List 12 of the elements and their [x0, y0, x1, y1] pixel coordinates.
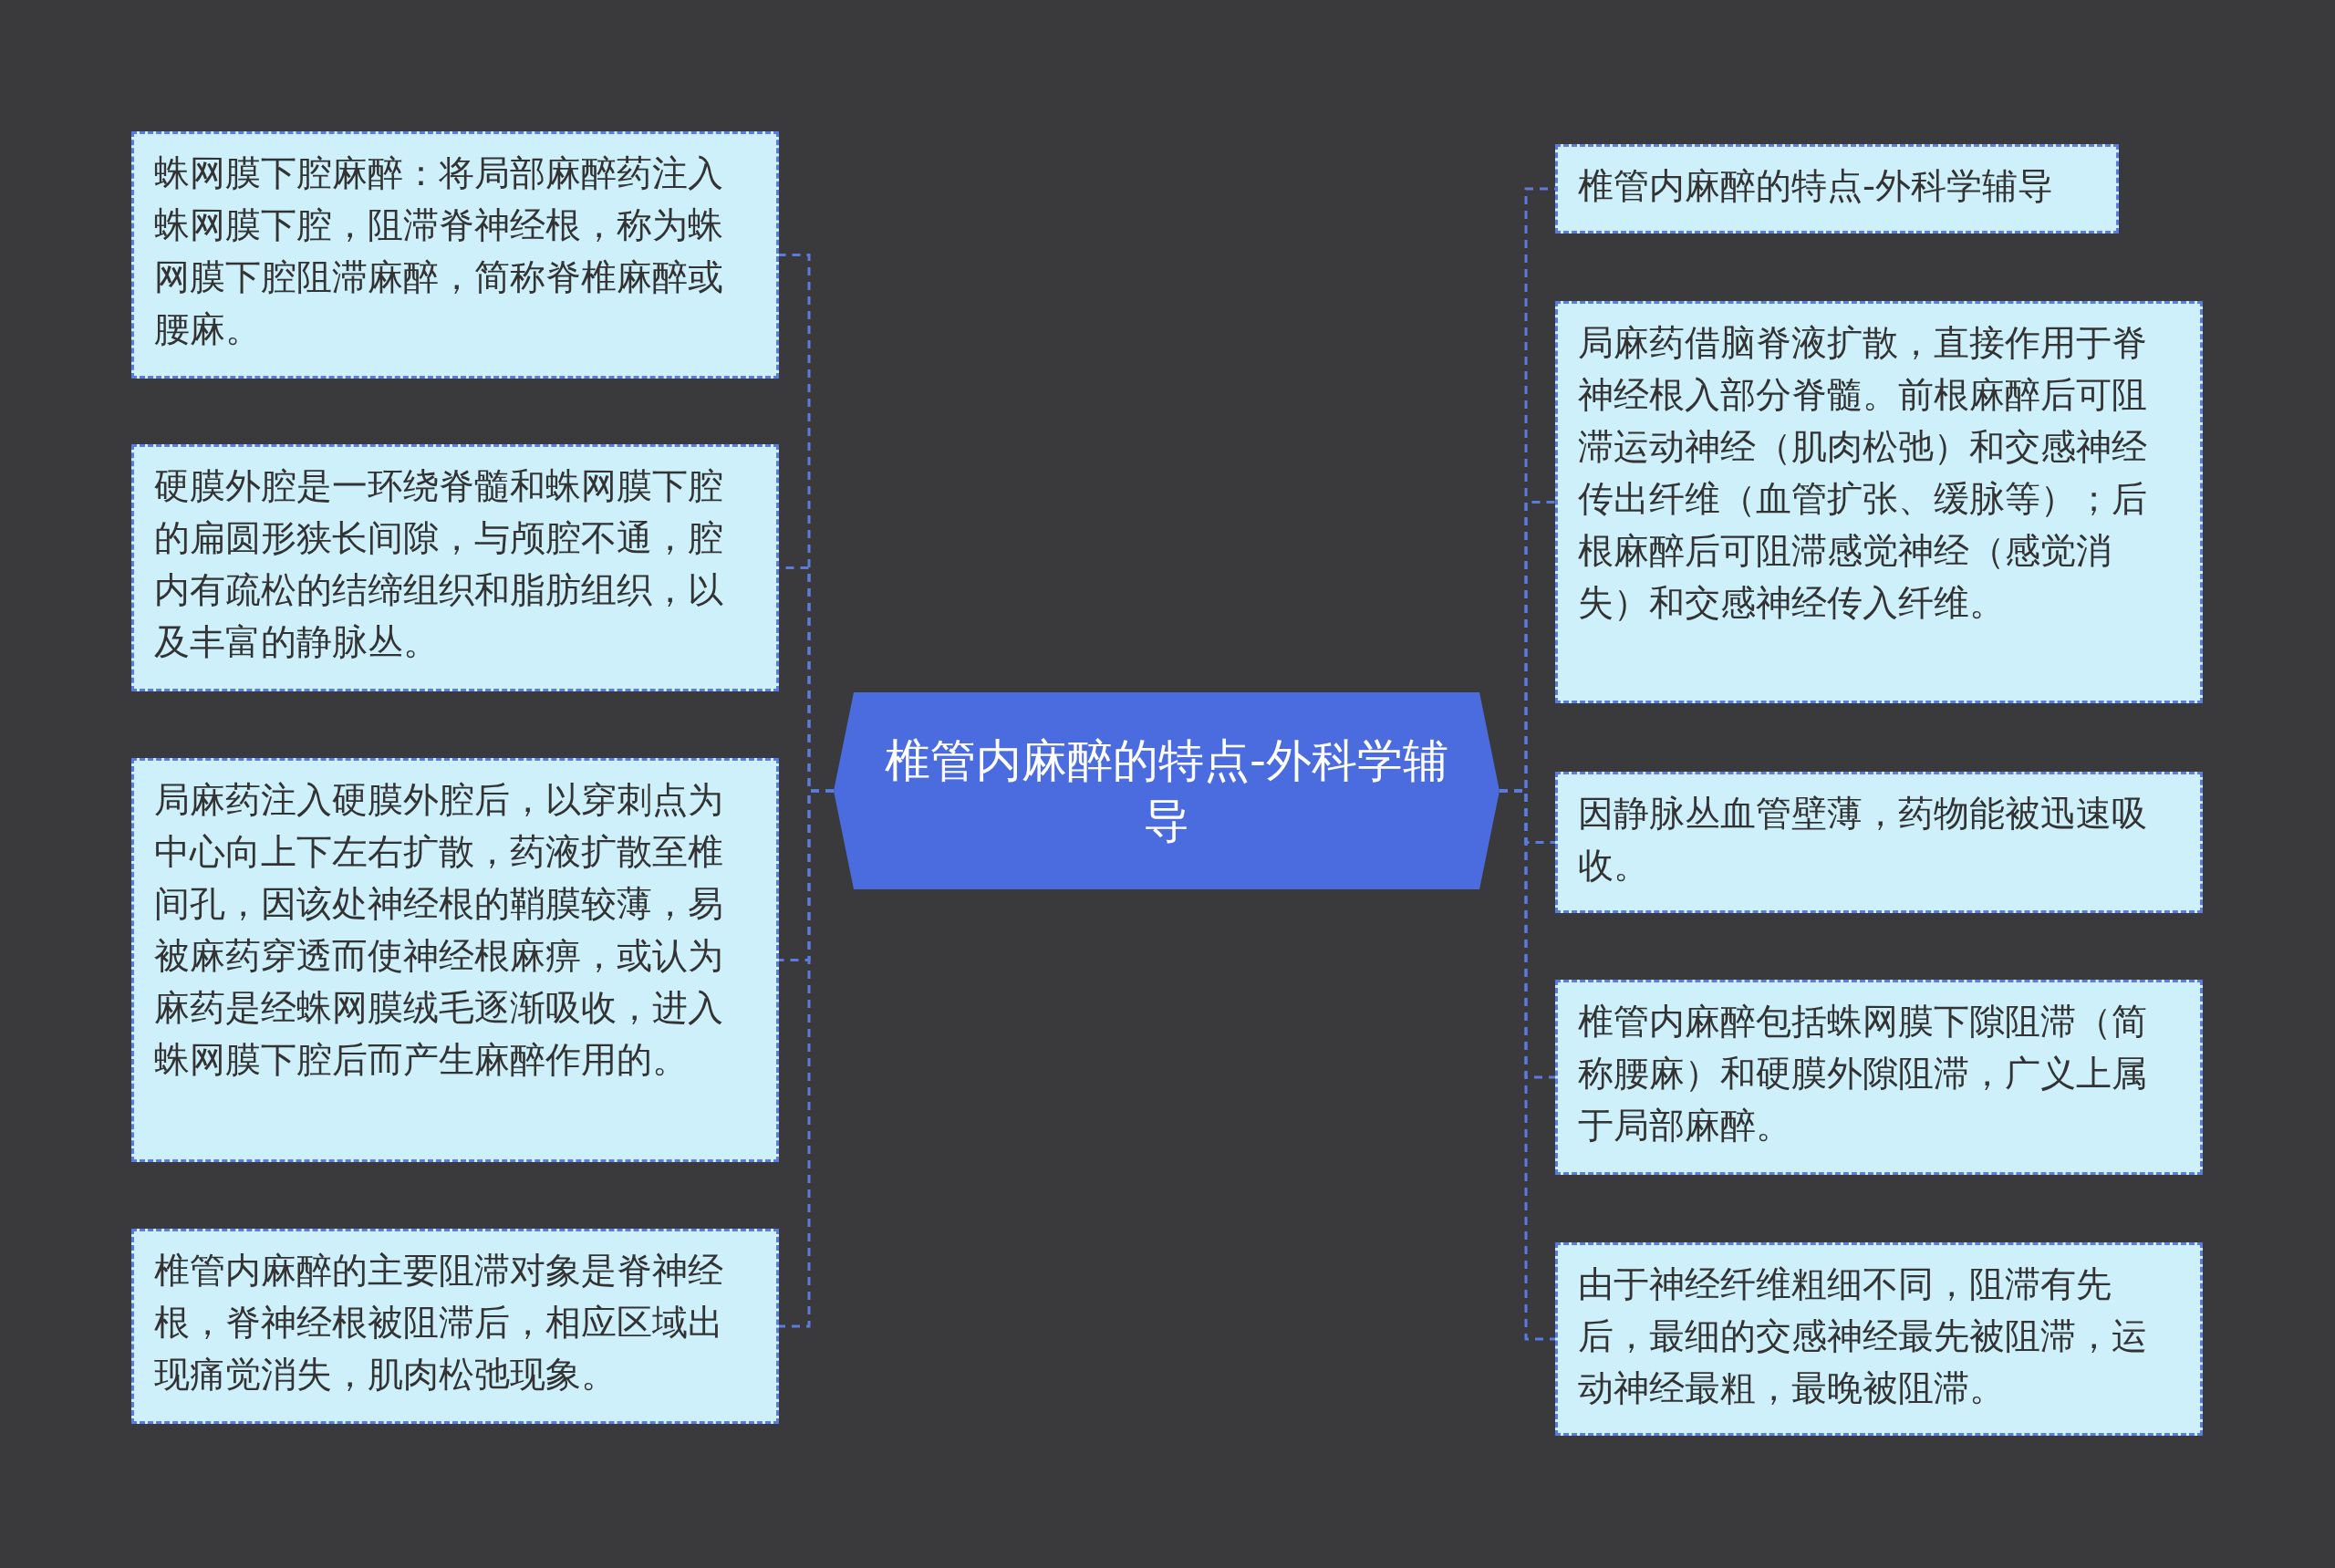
- text-box: 硬膜外腔是一环绕脊髓和蛛网膜下腔的扁圆形狭长间隙，与颅腔不通，腔内有疏松的结缔组织和脂肪组织，以及丰富的静脉丛。: [131, 444, 779, 691]
- text-box: 局麻药借脑脊液扩散，直接作用于脊神经根入部分脊髓。前根麻醉后可阻滞运动神经（肌肉松弛）和交感神经传出纤维（血管扩张、缓脉等）；后根麻醉后可阻滞感觉神经（感觉消失）和交感神经传入纤维。: [1555, 301, 2203, 703]
- topic-hexagon: [834, 692, 1500, 889]
- text-box: 椎管内麻醉的特点-外科学辅导: [1555, 144, 2119, 234]
- text-box: 由于神经纤维粗细不同，阻滞有先后，最细的交感神经最先被阻滞，运动神经最粗，最晚被阻滞。: [1555, 1242, 2203, 1436]
- topic-title: 椎管内麻醉的特点-外科学辅导: [883, 733, 1449, 849]
- text-box: 局麻药注入硬膜外腔后，以穿刺点为中心向上下左右扩散，药液扩散至椎间孔，因该处神经根的鞘膜较薄，易被麻药穿透而使神经根麻痹，或认为麻药是经蛛网膜绒毛逐渐吸收，进入蛛网膜下腔后而产生麻醉作用的。: [131, 758, 779, 1162]
- connector-line: [779, 789, 834, 1328]
- text-box: 蛛网膜下腔麻醉：将局部麻醉药注入蛛网膜下腔，阻滞脊神经根，称为蛛网膜下腔阻滞麻醉，简称脊椎麻醉或腰麻。: [131, 131, 779, 379]
- text-box: 椎管内麻醉包括蛛网膜下隙阻滞（简称腰麻）和硬膜外隙阻滞，广义上属于局部麻醉。: [1555, 980, 2203, 1175]
- text-box: 因静脉丛血管壁薄，药物能被迅速吸收。: [1555, 772, 2203, 913]
- text-box: 椎管内麻醉的主要阻滞对象是脊神经根，脊神经根被阻滞后，相应区域出现痛觉消失，肌肉松弛现象。: [131, 1229, 779, 1424]
